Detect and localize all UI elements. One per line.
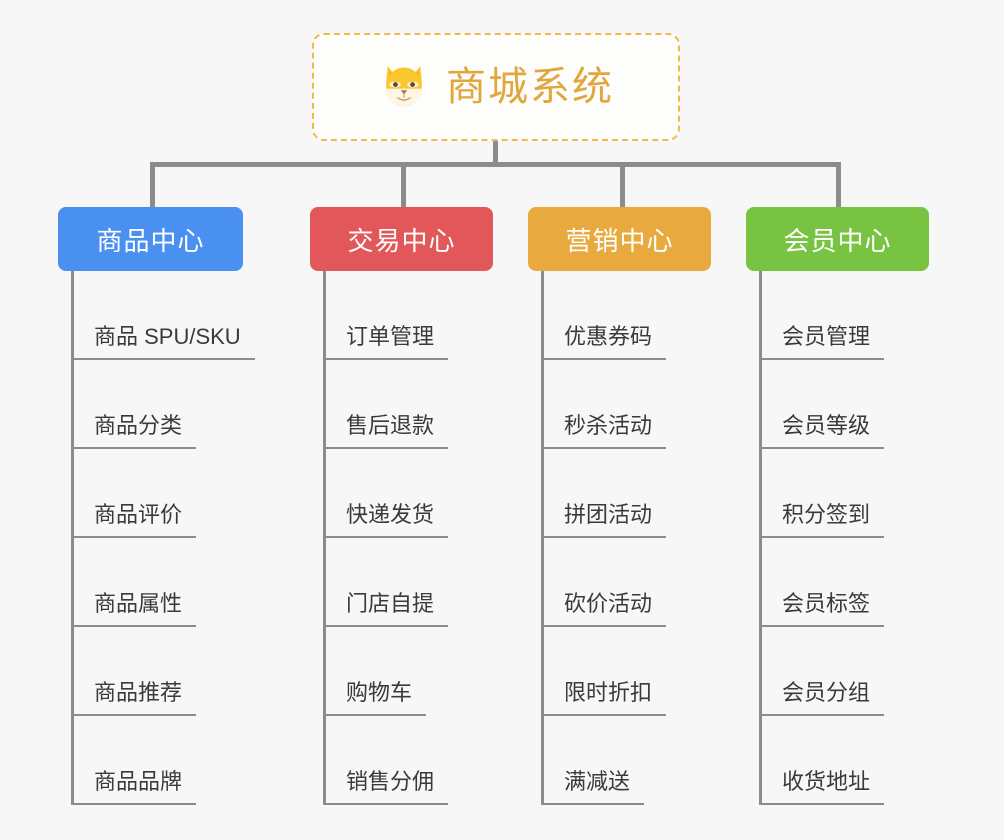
list-item-label: 订单管理 [324, 326, 449, 360]
branch-header-label-4: 会员中心 [783, 225, 892, 256]
list-item[interactable]: 会员管理 [760, 271, 885, 360]
list-item[interactable]: 订单管理 [324, 271, 449, 360]
list-item[interactable]: 限时折扣 [542, 627, 667, 716]
list-item-label: 会员标签 [760, 593, 885, 627]
branch-header-4[interactable]: 会员中心 [746, 207, 929, 271]
list-item-label: 会员等级 [760, 415, 885, 449]
branch-spine-1 [71, 271, 74, 805]
list-item-label: 满减送 [542, 771, 645, 805]
list-item[interactable]: 商品评价 [72, 449, 197, 538]
shiba-inu-dog-face-icon [386, 65, 422, 107]
list-item[interactable]: 收货地址 [760, 716, 885, 805]
list-item-label: 会员分组 [760, 682, 885, 716]
branch-spine-4 [759, 271, 762, 805]
list-item[interactable]: 购物车 [324, 627, 427, 716]
list-item[interactable]: 会员分组 [760, 627, 885, 716]
branch-header-label-3: 营销中心 [565, 225, 674, 256]
branch-spine-2 [323, 271, 326, 805]
connector-drop-4 [836, 162, 841, 209]
list-item[interactable]: 会员标签 [760, 538, 885, 627]
list-item[interactable]: 满减送 [542, 716, 645, 805]
list-item[interactable]: 商品分类 [72, 360, 197, 449]
list-item-label: 商品评价 [72, 504, 197, 538]
list-item-label: 优惠券码 [542, 326, 667, 360]
list-item-label: 限时折扣 [542, 682, 667, 716]
list-item-label: 积分签到 [760, 504, 885, 538]
list-item-label: 商品属性 [72, 593, 197, 627]
list-item-label: 拼团活动 [542, 504, 667, 538]
connector-horizontal-bus [150, 162, 839, 167]
list-item[interactable]: 商品品牌 [72, 716, 197, 805]
list-item-label: 销售分佣 [324, 771, 449, 805]
list-item[interactable]: 快递发货 [324, 449, 449, 538]
list-item-label: 快递发货 [324, 504, 449, 538]
root-node[interactable]: 商城系统 [312, 33, 680, 141]
connector-drop-3 [620, 162, 625, 209]
list-item-label: 商品品牌 [72, 771, 197, 805]
list-item[interactable]: 秒杀活动 [542, 360, 667, 449]
branch-header-label-1: 商品中心 [96, 225, 205, 256]
list-item[interactable]: 门店自提 [324, 538, 449, 627]
list-item[interactable]: 商品 SPU/SKU [72, 271, 255, 360]
list-item-label: 购物车 [324, 682, 427, 716]
connector-root-stem [493, 141, 498, 165]
connector-drop-2 [401, 162, 406, 209]
list-item-label: 收货地址 [760, 771, 885, 805]
list-item[interactable]: 积分签到 [760, 449, 885, 538]
list-item[interactable]: 售后退款 [324, 360, 449, 449]
root-title: 商城系统 [446, 65, 614, 109]
list-item-label: 商品分类 [72, 415, 197, 449]
branch-header-label-2: 交易中心 [347, 225, 456, 256]
list-item-label: 会员管理 [760, 326, 885, 360]
connector-drop-1 [150, 162, 155, 209]
list-item[interactable]: 销售分佣 [324, 716, 449, 805]
list-item[interactable]: 优惠券码 [542, 271, 667, 360]
list-item[interactable]: 砍价活动 [542, 538, 667, 627]
list-item[interactable]: 商品推荐 [72, 627, 197, 716]
branch-header-1[interactable]: 商品中心 [58, 207, 243, 271]
list-item[interactable]: 会员等级 [760, 360, 885, 449]
branch-spine-3 [541, 271, 544, 805]
list-item[interactable]: 商品属性 [72, 538, 197, 627]
branch-header-3[interactable]: 营销中心 [528, 207, 711, 271]
list-item-label: 门店自提 [324, 593, 449, 627]
list-item-label: 售后退款 [324, 415, 449, 449]
list-item[interactable]: 拼团活动 [542, 449, 667, 538]
list-item-label: 秒杀活动 [542, 415, 667, 449]
list-item-label: 商品推荐 [72, 682, 197, 716]
branch-header-2[interactable]: 交易中心 [310, 207, 493, 271]
list-item-label: 商品 SPU/SKU [72, 326, 255, 360]
list-item-label: 砍价活动 [542, 593, 667, 627]
